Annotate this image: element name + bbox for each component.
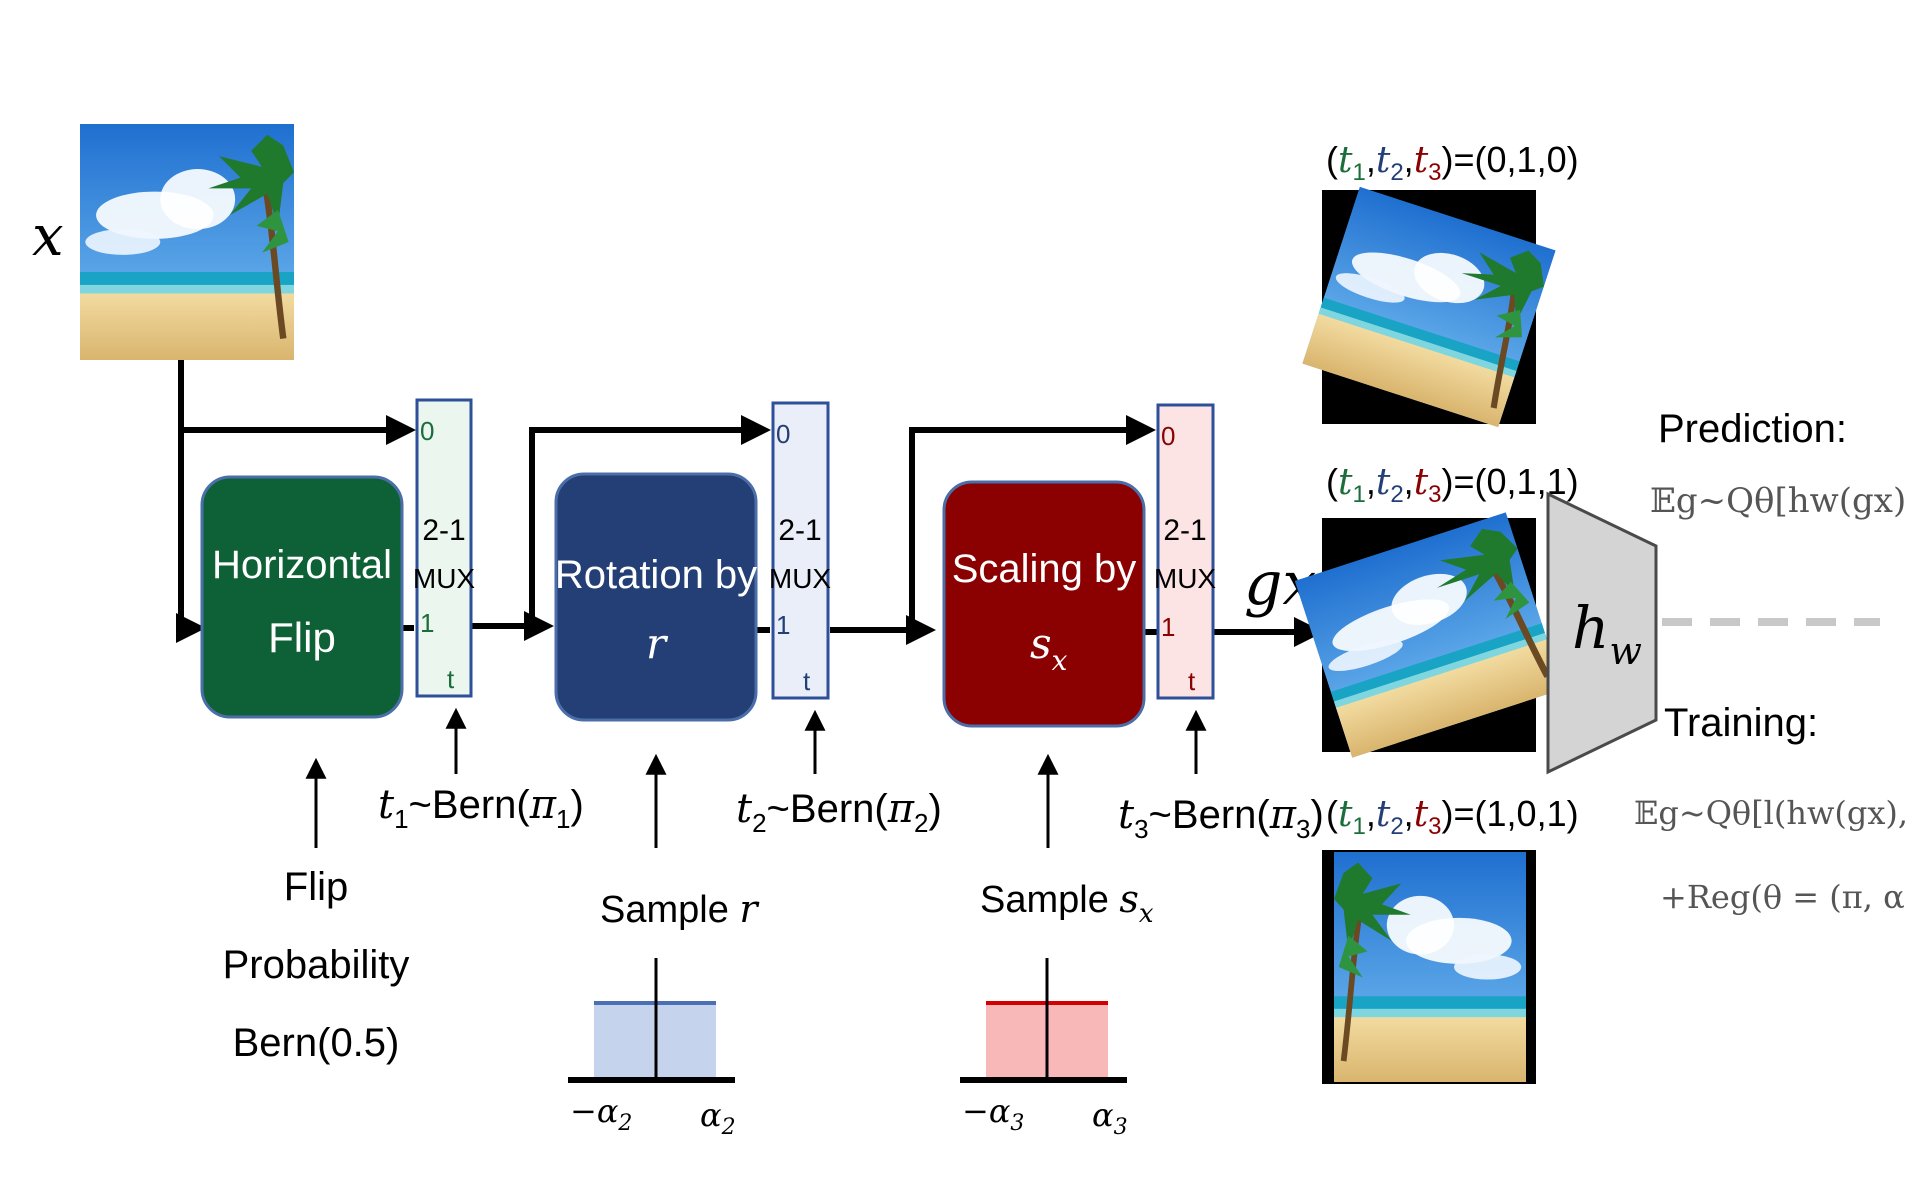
output-label-3: (t1,t2,t3)=(1,0,1) bbox=[1326, 793, 1579, 840]
bypass-arrow-3 bbox=[909, 415, 1156, 630]
bern-label-3: t3~Bern(π3) bbox=[1118, 792, 1324, 844]
svg-text:−α2: −α2 bbox=[570, 1092, 632, 1136]
mux-3: 0 2-1 MUX 1 t bbox=[1154, 403, 1217, 700]
output-image-2 bbox=[1295, 512, 1564, 757]
svg-text:2-1: 2-1 bbox=[778, 514, 821, 547]
svg-text:0: 0 bbox=[776, 419, 790, 449]
block-rotation: Rotation by r bbox=[554, 472, 758, 722]
block-scaling-var: sx bbox=[1030, 619, 1068, 677]
block-flip-line2: Flip bbox=[268, 614, 336, 661]
svg-text:−α3: −α3 bbox=[962, 1092, 1024, 1136]
svg-text:MUX: MUX bbox=[413, 563, 476, 594]
svg-text:t: t bbox=[803, 666, 811, 696]
mux-1: 0 2-1 MUX 1 t bbox=[413, 398, 476, 698]
block-rotation-line1: Rotation by bbox=[555, 553, 757, 597]
sample-s: Sample sx −α3 α3 bbox=[960, 877, 1154, 1140]
block-flip-line1: Horizontal bbox=[212, 543, 392, 587]
block-horizontal-flip: Horizontal Flip bbox=[200, 475, 404, 719]
svg-text:1: 1 bbox=[420, 608, 434, 638]
svg-text:MUX: MUX bbox=[769, 563, 832, 594]
training-formula-2: +Reg(θ = (π, α)) bbox=[1660, 878, 1905, 916]
output-image-1 bbox=[1302, 187, 1555, 428]
svg-text:Flip: Flip bbox=[284, 865, 348, 909]
block-scaling: Scaling by sx bbox=[942, 480, 1146, 728]
block-rotation-var: r bbox=[646, 619, 669, 668]
output-label-1: (t1,t2,t3)=(0,1,0) bbox=[1326, 139, 1579, 186]
svg-text:1: 1 bbox=[776, 610, 790, 640]
bern-label-2: t2~Bern(π2) bbox=[736, 786, 942, 838]
svg-text:0: 0 bbox=[1161, 421, 1175, 451]
sample-r: Sample r −α2 α2 bbox=[568, 887, 760, 1140]
svg-text:(t1,t2,t3)=(0,1,1): (t1,t2,t3)=(0,1,1) bbox=[1326, 461, 1579, 508]
input-image bbox=[80, 124, 294, 360]
output-image-3 bbox=[1322, 850, 1536, 1084]
svg-text:hw: hw bbox=[1572, 594, 1642, 673]
svg-text:t: t bbox=[1188, 666, 1196, 696]
training-formula-1: 𝔼g~Qθ[l(hw(gx),y)] bbox=[1634, 794, 1905, 832]
svg-text:2-1: 2-1 bbox=[422, 514, 465, 547]
prediction-title: Prediction: bbox=[1658, 407, 1847, 451]
input-label: x bbox=[32, 204, 64, 269]
prediction-formula: 𝔼g~Qθ[hw(gx)] bbox=[1650, 481, 1905, 521]
svg-text:MUX: MUX bbox=[1154, 563, 1217, 594]
svg-text:t: t bbox=[447, 664, 455, 694]
svg-text:Sample sx: Sample sx bbox=[980, 877, 1154, 929]
flip-probability: Flip Probability Bern(0.5) bbox=[223, 865, 410, 1065]
bern-label-1: t1~Bern(π1) bbox=[378, 782, 584, 834]
block-scaling-line1: Scaling by bbox=[952, 547, 1137, 591]
svg-text:Sample r: Sample r bbox=[600, 887, 760, 931]
output-label-2: (t1,t2,t3)=(0,1,1) bbox=[1326, 461, 1579, 508]
svg-text:α2: α2 bbox=[700, 1096, 736, 1140]
svg-text:(t1,t2,t3)=(0,1,0): (t1,t2,t3)=(0,1,0) bbox=[1326, 139, 1579, 186]
mux-2: 0 2-1 MUX 1 t bbox=[769, 401, 832, 700]
svg-text:(t1,t2,t3)=(1,0,1): (t1,t2,t3)=(1,0,1) bbox=[1326, 793, 1579, 840]
selector-arrows bbox=[305, 707, 1207, 848]
svg-text:1: 1 bbox=[1161, 612, 1175, 642]
svg-text:α3: α3 bbox=[1092, 1096, 1128, 1140]
svg-text:2-1: 2-1 bbox=[1163, 514, 1206, 547]
svg-text:Probability: Probability bbox=[223, 943, 410, 987]
network-hw: hw bbox=[1546, 491, 1658, 775]
svg-text:0: 0 bbox=[420, 416, 434, 446]
connectors bbox=[176, 360, 1324, 647]
svg-text:Bern(0.5): Bern(0.5) bbox=[233, 1021, 400, 1065]
training-title: Training: bbox=[1664, 701, 1818, 745]
bypass-arrow-2 bbox=[529, 415, 771, 626]
bypass-line-1 bbox=[176, 360, 206, 643]
